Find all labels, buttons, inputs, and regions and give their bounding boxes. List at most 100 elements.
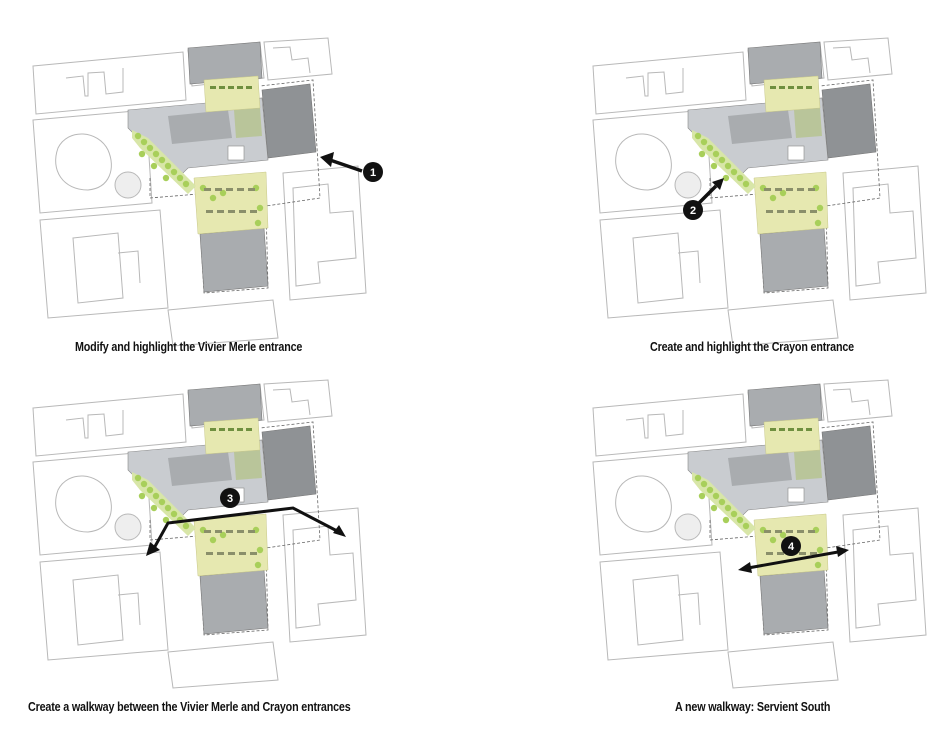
tree [182,522,190,530]
tower-north [747,41,823,85]
city-block-outline [39,551,169,661]
tree [816,204,824,212]
roof-detail [808,188,815,191]
roof-detail [806,86,812,89]
arrowhead-icon [320,152,334,167]
plaza-square [787,145,805,161]
mall-building [821,83,877,159]
building-outline [272,388,311,416]
tree [742,522,750,530]
round-structure [674,513,702,541]
roof-detail [239,552,246,555]
tree [176,174,184,182]
roof-detail [237,188,244,191]
tree [152,150,160,158]
roof-garden [234,108,262,138]
roof-detail [797,428,803,431]
tree [158,156,166,164]
roof-detail [797,530,804,533]
roof-garden [794,108,822,138]
city-block-outline [592,393,747,457]
roof-detail [226,530,233,533]
marker-circle-3 [220,488,240,508]
tree [150,162,158,170]
building-outline [72,574,141,646]
tree [710,162,718,170]
tree [712,150,720,158]
tree [256,204,264,212]
roof-detail [215,188,222,191]
city-block-outline [167,641,279,689]
tree [769,536,777,544]
tree [816,546,824,554]
entrance-arrow-1 [329,158,363,173]
roof-detail [766,210,773,213]
tree [138,150,146,158]
site-boundary [709,79,881,294]
podium-roof [168,110,232,144]
tree [209,194,217,202]
tree [209,536,217,544]
marker-number-4: 4 [788,541,795,553]
site-plan-map-1 [32,37,367,347]
roof-detail [764,530,771,533]
city-block-outline [263,379,333,423]
tree [779,189,787,197]
city-block-outline [727,299,839,347]
tree [134,474,142,482]
site-plan-base [32,379,367,689]
city-block-outline [32,393,187,457]
roof-detail [797,86,803,89]
roof-detail [810,210,817,213]
marker-circle-2 [683,200,703,220]
tower-north [187,383,263,427]
roof-detail [775,530,782,533]
roof-detail [779,86,785,89]
arrow-overlay-1: 1 [320,152,383,182]
tree [730,168,738,176]
site-plan-base [592,37,927,347]
tree [162,174,170,182]
tree [698,150,706,158]
marker-number-2: 2 [690,205,696,217]
city-block-outline [599,209,729,319]
tree [724,162,732,170]
roof-detail [248,188,255,191]
arrowhead-right-icon [333,525,346,537]
roof-detail [250,210,257,213]
garden-south [753,171,829,235]
roof-detail [239,210,246,213]
building-outline [625,410,684,439]
tree [140,138,148,146]
roof-detail [766,552,773,555]
site-boundary [149,421,321,636]
roof-detail [237,86,243,89]
podium-roof [168,452,232,486]
city-block-outline [823,37,893,81]
city-block-outline [592,451,713,556]
building-outline [632,232,701,304]
roof-detail [228,86,234,89]
garden-north [763,417,821,455]
tree [710,504,718,512]
tree [146,144,154,152]
tree [706,486,714,494]
roof-detail [777,210,784,213]
marker-circle-4 [781,536,801,556]
roof-detail [215,530,222,533]
plaza-square [227,145,245,161]
roof-detail [799,210,806,213]
roof-detail [788,428,794,431]
tree [724,504,732,512]
roof-detail [206,552,213,555]
tree [814,219,822,227]
site-boundary [709,421,881,636]
tree [700,480,708,488]
roof-detail [237,530,244,533]
tree [814,561,822,569]
site-plan-map-2 [592,37,927,347]
tower-north [747,383,823,427]
roof-detail [226,188,233,191]
walkway-arrow-4 [747,550,839,570]
site-plan-base [32,37,367,347]
